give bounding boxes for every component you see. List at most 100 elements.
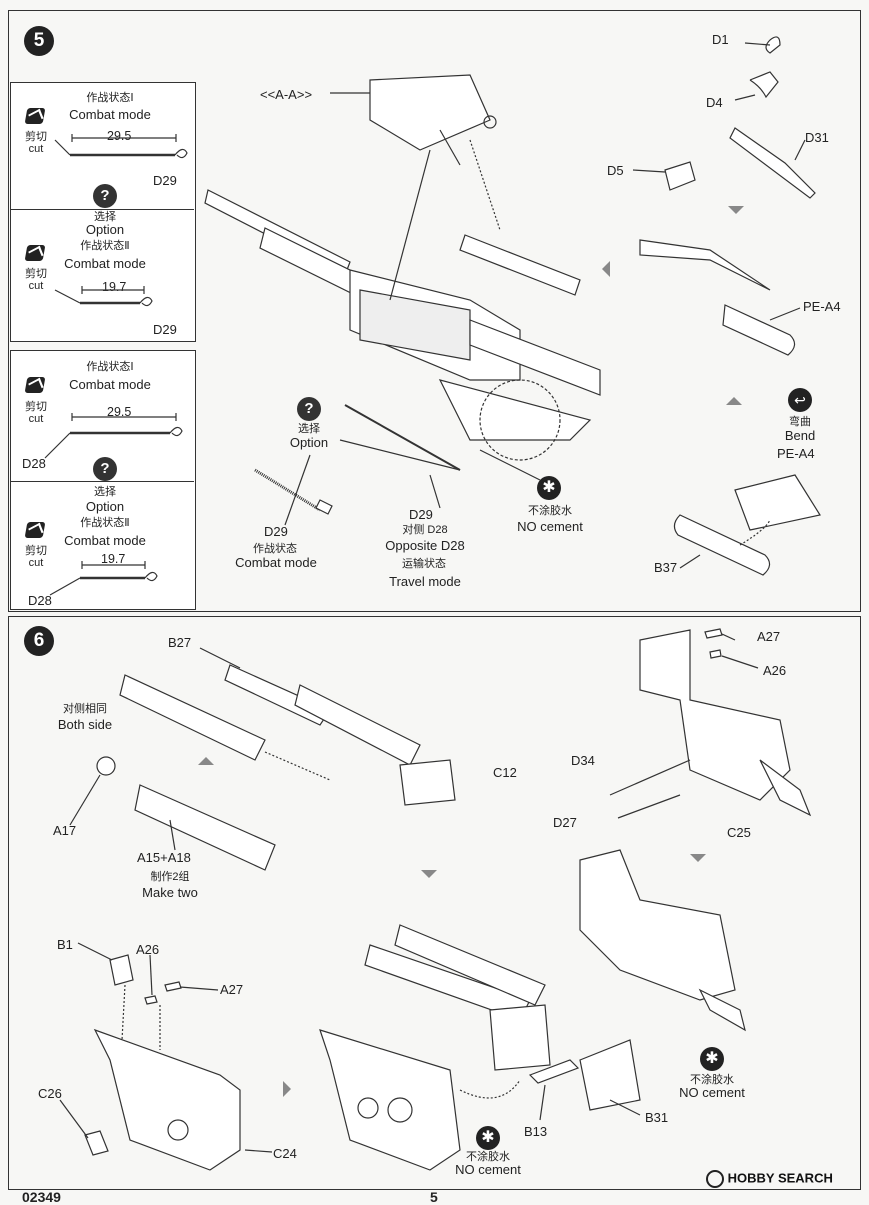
final-assembly-step6 bbox=[319, 849, 746, 1171]
d29-left-part: D29 bbox=[264, 524, 288, 539]
box4-option-en: Option bbox=[85, 499, 125, 514]
no-cement-right-en: NO cement bbox=[679, 1085, 745, 1100]
box3-measure: 29.5 bbox=[107, 405, 132, 419]
box4-title-cn: 作战状态Ⅱ bbox=[80, 517, 130, 529]
bend-cn: 弯曲 bbox=[789, 416, 811, 428]
box2-option-en: Option bbox=[85, 222, 125, 237]
box1-title-cn: 作战状态Ⅰ bbox=[86, 92, 134, 104]
part-a26-top: A26 bbox=[763, 663, 787, 678]
part-b31: B31 bbox=[645, 1110, 669, 1125]
both-side-cn: 对侧相同 bbox=[63, 703, 107, 715]
part-c26: C26 bbox=[38, 1086, 62, 1101]
part-b13: B13 bbox=[524, 1124, 548, 1139]
step-number-6: 6 bbox=[24, 626, 54, 656]
carriage-c25-step6 bbox=[609, 628, 812, 819]
direction-arrow bbox=[198, 757, 214, 765]
box2-title-cn: 作战状态Ⅱ bbox=[80, 240, 130, 252]
box2-title-en: Combat mode bbox=[64, 256, 146, 271]
no-cement-cn: 不涂胶水 bbox=[528, 505, 572, 517]
part-a17: A17 bbox=[53, 823, 77, 838]
part-a15-a18: A15+A18 bbox=[137, 850, 191, 865]
box2-cut-en: cut bbox=[28, 280, 44, 292]
box4-title-en: Combat mode bbox=[64, 533, 146, 548]
wire-diagram-box1 bbox=[54, 134, 188, 159]
no-cement-en: NO cement bbox=[517, 519, 583, 534]
part-a26: A26 bbox=[136, 942, 160, 957]
d29-mid-travel-cn: 运输状态 bbox=[402, 558, 446, 570]
both-side-en: Both side bbox=[57, 717, 113, 732]
box3-part: D28 bbox=[22, 456, 46, 471]
part-pe-a4-bend: PE-A4 bbox=[777, 446, 815, 461]
part-b1: B1 bbox=[57, 937, 73, 952]
d29-mid-part: D29 bbox=[409, 507, 433, 522]
box2-part: D29 bbox=[153, 322, 177, 337]
step6-frame bbox=[8, 616, 861, 1190]
box1-measure: 29.5 bbox=[107, 129, 132, 143]
direction-arrow bbox=[726, 397, 742, 405]
no-cement-icon: ✱ bbox=[537, 476, 561, 500]
part-d27: D27 bbox=[553, 815, 577, 830]
no-cement-bottom-cn: 不涂胶水 bbox=[466, 1151, 510, 1163]
box3-cut-cn: 剪切 bbox=[25, 401, 47, 413]
no-cement-icon: ✱ bbox=[476, 1126, 500, 1150]
box4-measure: 19.7 bbox=[101, 552, 126, 566]
part-d5: D5 bbox=[607, 163, 624, 178]
inset-box-d29 bbox=[10, 82, 196, 342]
no-cement-icon: ✱ bbox=[700, 1047, 724, 1071]
d29-mid-opposite-en: Opposite D28 bbox=[385, 538, 465, 553]
gun-assembly-step5 bbox=[204, 74, 601, 526]
box1-part: D29 bbox=[153, 173, 177, 188]
section-aa-label: <<A-A>> bbox=[260, 87, 313, 102]
step-number-5: 5 bbox=[24, 26, 54, 56]
part-b27: B27 bbox=[168, 635, 192, 650]
box1-cut-en: cut bbox=[28, 143, 44, 155]
option-mid-en: Option bbox=[289, 435, 329, 450]
part-c25: C25 bbox=[727, 825, 751, 840]
box2-option-cn: 选择 bbox=[94, 211, 116, 223]
no-cement-bottom-en: NO cement bbox=[455, 1162, 521, 1177]
part-d4: D4 bbox=[706, 95, 723, 110]
part-pe-a4: PE-A4 bbox=[803, 299, 841, 314]
direction-arrow bbox=[602, 261, 610, 277]
d29-mid-opposite-cn: 对侧 D28 bbox=[402, 524, 448, 536]
make-two-cn: 制作2组 bbox=[150, 871, 190, 883]
direction-arrow bbox=[728, 206, 744, 214]
box4-part: D28 bbox=[28, 593, 52, 608]
part-a27-top: A27 bbox=[757, 629, 781, 644]
box3-cut-en: cut bbox=[28, 413, 44, 425]
bend-en: Bend bbox=[784, 428, 816, 443]
make-two-en: Make two bbox=[142, 885, 198, 900]
step5-frame bbox=[8, 10, 861, 612]
d29-mid-travel-en: Travel mode bbox=[389, 574, 461, 589]
box2-cut-cn: 剪切 bbox=[25, 268, 47, 280]
option-icon: ? bbox=[297, 397, 321, 421]
option-icon: ? bbox=[93, 457, 117, 481]
option-mid-cn: 选择 bbox=[298, 423, 320, 435]
box4-cut-en: cut bbox=[28, 557, 44, 569]
option-icon: ? bbox=[93, 184, 117, 208]
direction-arrow bbox=[690, 854, 706, 862]
d29-left-cn: 作战状态 bbox=[253, 543, 297, 555]
barrel-assembly-step6 bbox=[69, 647, 456, 871]
watermark-logo: HOBBY SEARCH bbox=[706, 1170, 833, 1188]
wire-diagram-box4 bbox=[49, 561, 158, 596]
part-b37: B37 bbox=[654, 560, 678, 575]
bend-icon: ↩ bbox=[788, 388, 812, 412]
d29-left-en: Combat mode bbox=[235, 555, 317, 570]
carriage-c24-step6 bbox=[59, 942, 273, 1171]
box3-title-en: Combat mode bbox=[69, 377, 151, 392]
no-cement-right-cn: 不涂胶水 bbox=[690, 1074, 734, 1086]
box1-cut-cn: 剪切 bbox=[25, 131, 47, 143]
inset-divider bbox=[10, 481, 194, 482]
watermark-text: HOBBY SEARCH bbox=[727, 1170, 833, 1186]
part-c12: C12 bbox=[493, 765, 517, 780]
direction-arrow bbox=[421, 870, 437, 878]
box1-title-en: Combat mode bbox=[69, 107, 151, 122]
box3-title-cn: 作战状态Ⅰ bbox=[86, 361, 134, 373]
inset-divider bbox=[10, 209, 194, 210]
part-d31: D31 bbox=[805, 130, 829, 145]
subassembly-step5-right bbox=[632, 36, 821, 576]
part-d1: D1 bbox=[712, 32, 729, 47]
part-a27: A27 bbox=[220, 982, 244, 997]
